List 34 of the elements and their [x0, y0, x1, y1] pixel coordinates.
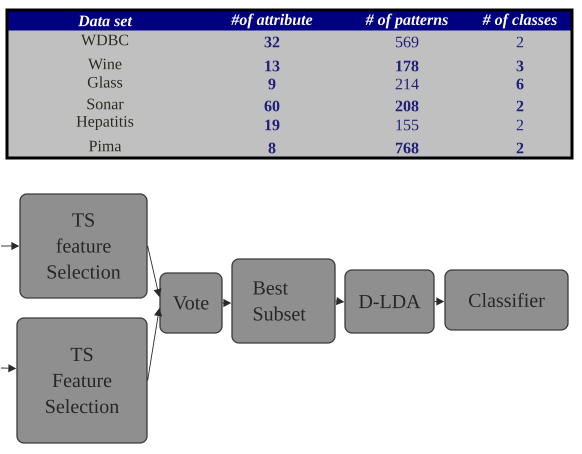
cell-value: 178 — [396, 60, 418, 72]
cell-value: 569 — [396, 36, 418, 48]
row-label: Sonar — [87, 98, 124, 110]
process-box: TS feature Selection — [19, 193, 148, 299]
row-label: Glass — [88, 76, 122, 88]
row-label: Hepatitis — [76, 116, 134, 130]
column-header: #of attribute — [231, 14, 312, 28]
process-box: D-LDA — [344, 269, 435, 334]
cell-value: 60 — [264, 100, 280, 112]
cell-value: 19 — [265, 120, 280, 130]
cell-value: 214 — [396, 78, 419, 90]
process-box: Best Subset — [231, 258, 336, 344]
cell-value: 2 — [516, 120, 524, 130]
cell-value: 3 — [516, 60, 524, 72]
row-label: Wine — [88, 58, 122, 70]
row-label: Pima — [89, 140, 122, 152]
cell-value: 6 — [516, 78, 524, 90]
process-box: Classifier — [444, 269, 569, 331]
cell-value: 13 — [265, 60, 280, 72]
cell-value: 2 — [516, 100, 524, 112]
column-header: # of patterns — [366, 14, 448, 28]
cell-value: 208 — [396, 100, 418, 112]
cell-value: 32 — [264, 36, 280, 48]
process-box: TS Feature Selection — [16, 317, 148, 444]
cell-value: 2 — [516, 142, 524, 154]
column-header: # of classes — [482, 14, 557, 28]
cell-value: 9 — [268, 78, 276, 90]
column-header: Data set — [78, 16, 132, 26]
cell-value: 155 — [396, 120, 418, 130]
process-box: Vote — [159, 272, 223, 334]
cell-value: 8 — [268, 142, 276, 154]
row-label: WDBC — [81, 34, 128, 46]
cell-value: 2 — [516, 36, 524, 48]
cell-value: 768 — [396, 142, 418, 154]
